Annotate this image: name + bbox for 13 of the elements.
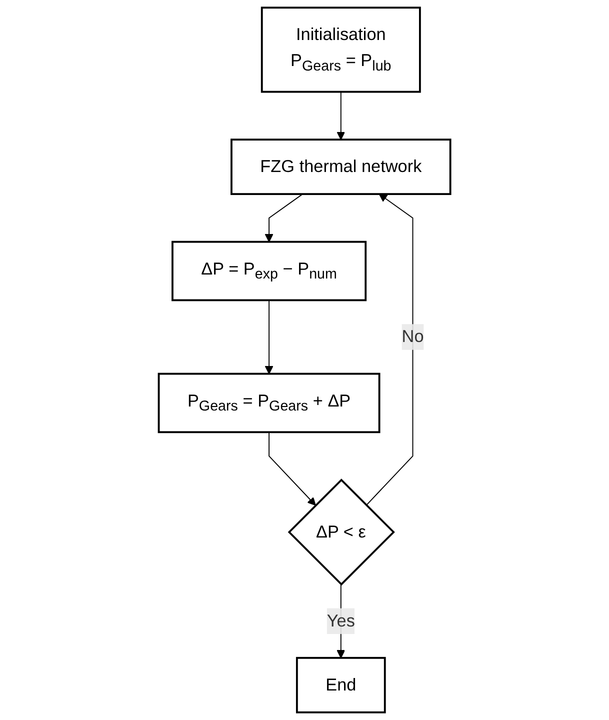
arrow: [264, 194, 304, 242]
arrow: [336, 91, 346, 140]
node-box: ΔP = P$_{exp}$ − P$_{num}$: [171, 240, 367, 302]
node-diamond: ΔP < ε: [288, 478, 395, 586]
node-box: End: [296, 656, 386, 714]
arrow: [366, 194, 414, 506]
node-box: Initialisation P$_{Gears}$ = P$_{lub}$: [260, 6, 421, 93]
edge-label: Yes: [326, 611, 355, 630]
node-box: P$_{Gears}$ = P$_{Gears}$ + ΔP: [158, 372, 380, 434]
edge-label: No: [402, 326, 424, 346]
node-box: FZG thermal network: [230, 138, 452, 196]
arrow: [268, 432, 316, 506]
arrow: [264, 300, 274, 374]
